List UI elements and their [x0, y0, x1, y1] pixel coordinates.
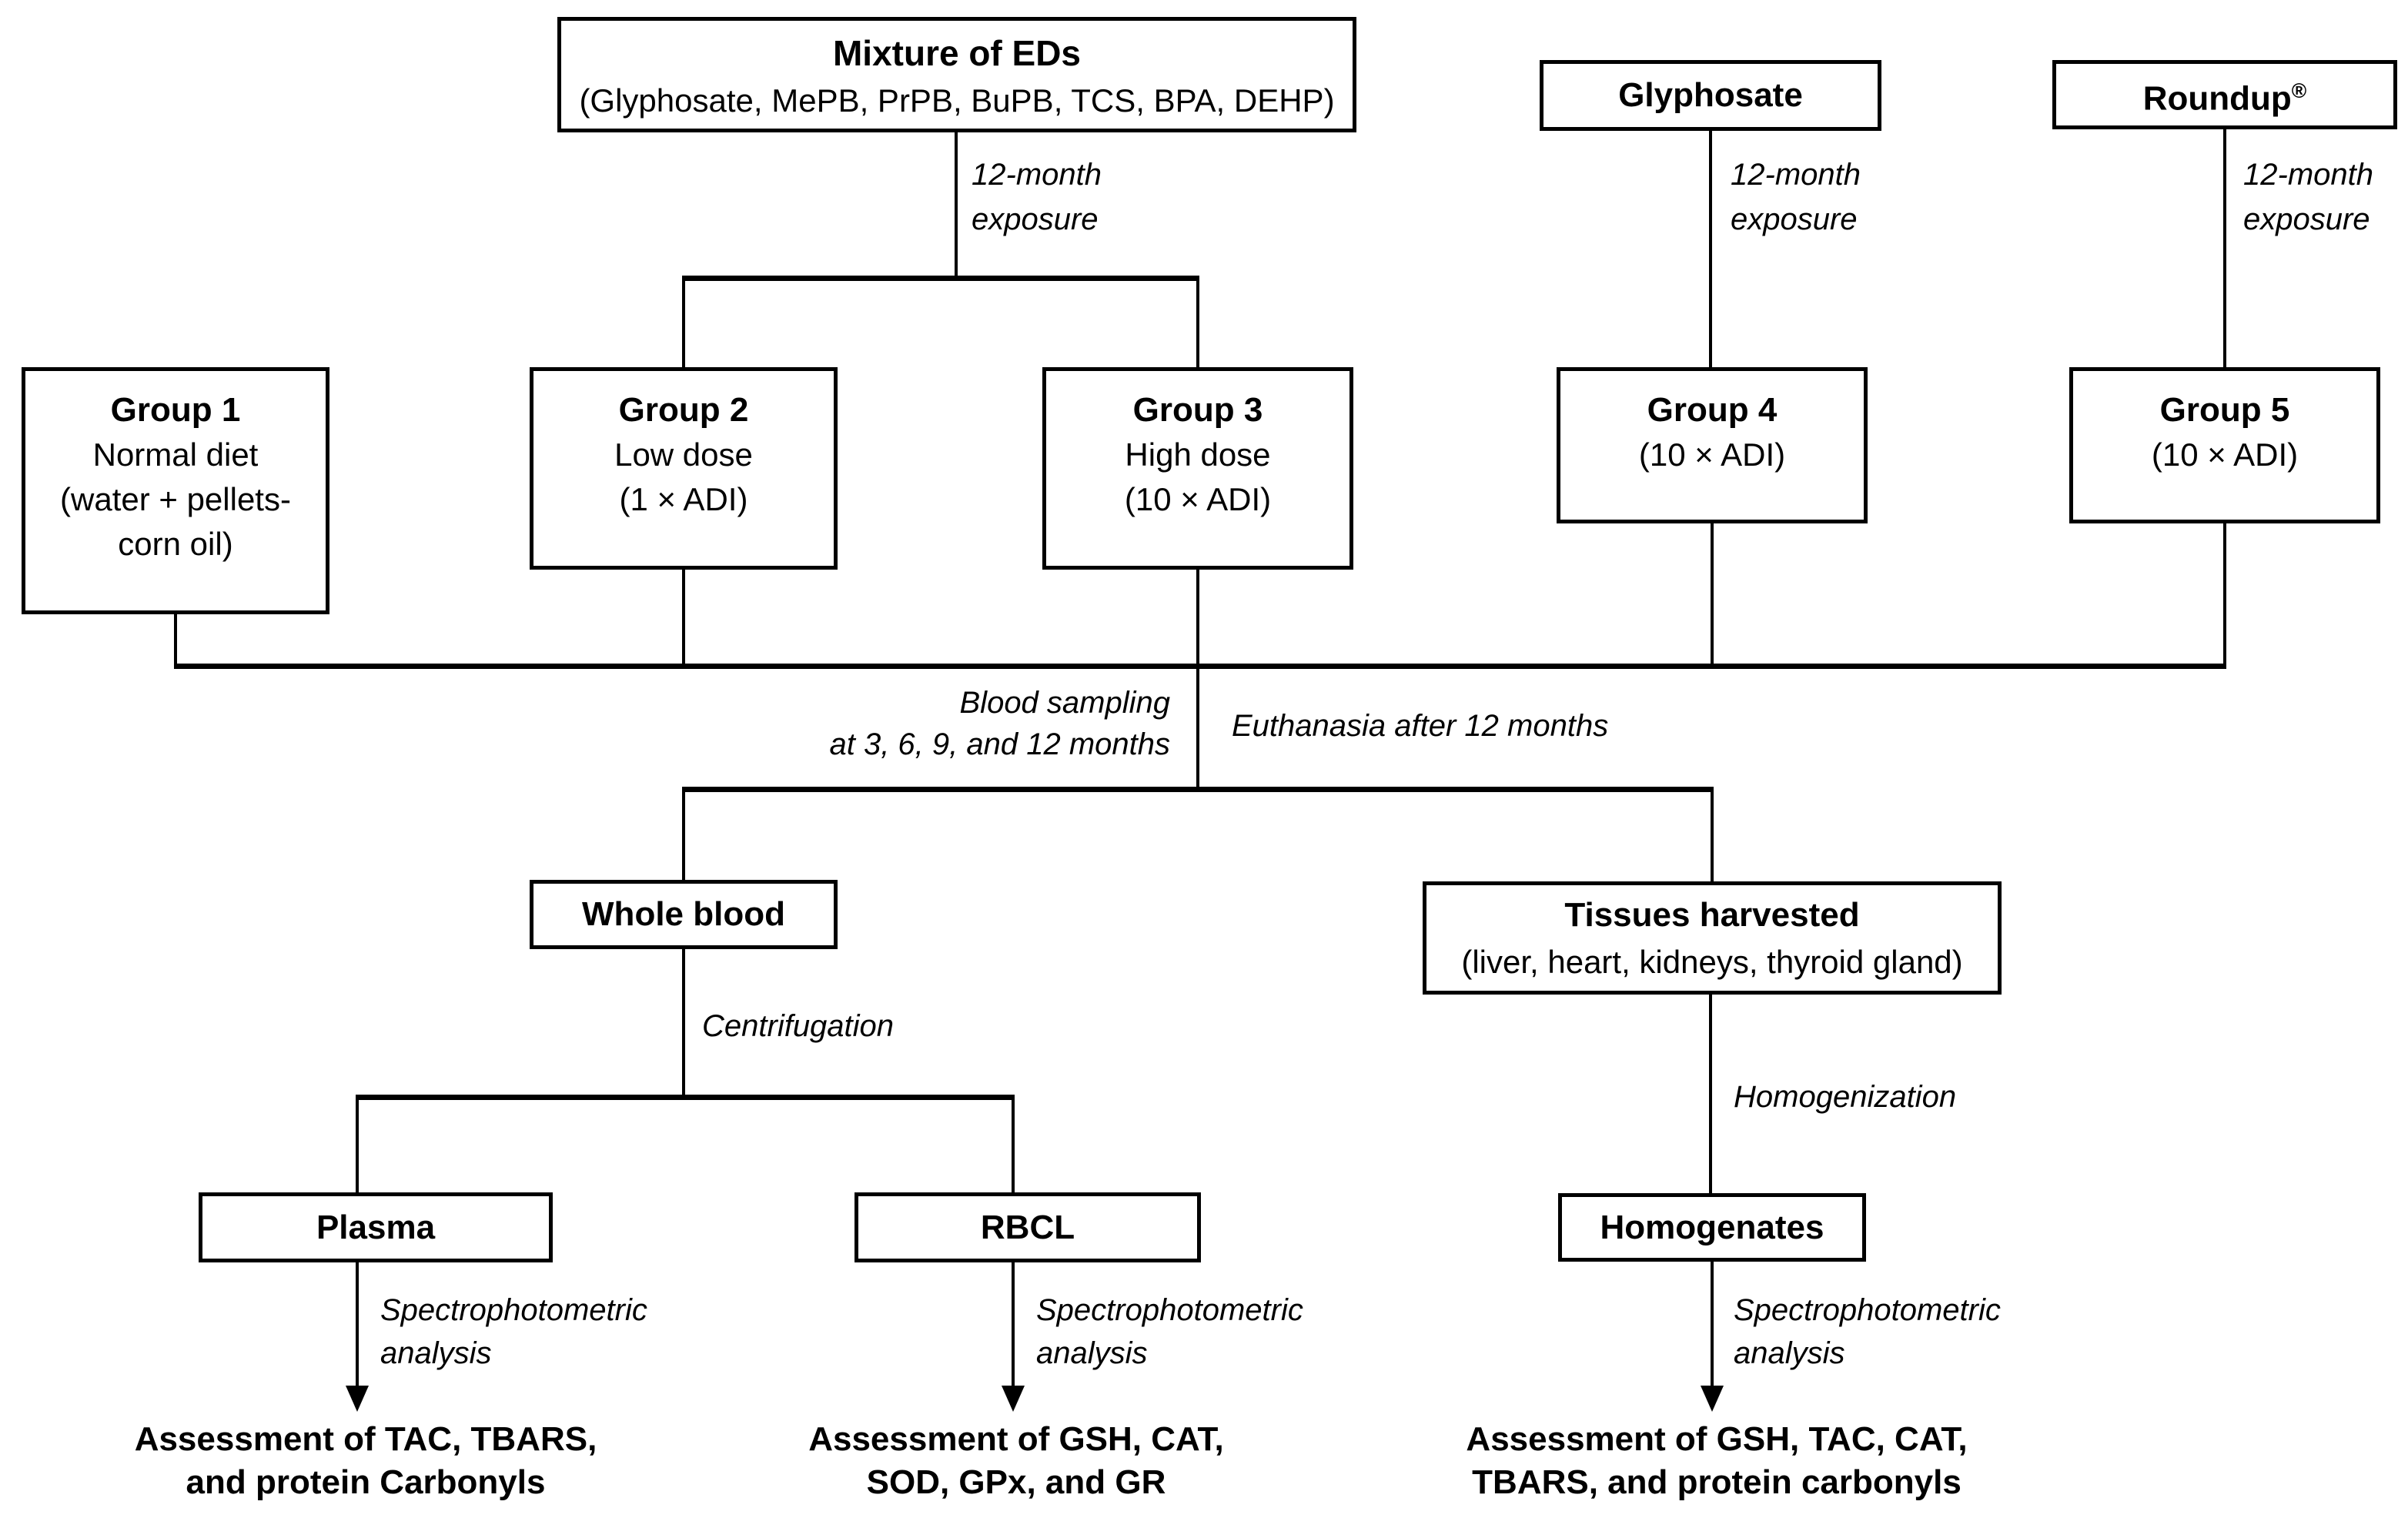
group2-body: Low dose (1 × ADI): [614, 436, 753, 517]
roundup-title: Roundup®: [2143, 69, 2307, 122]
plasma-title: Plasma: [316, 1208, 436, 1246]
arrow-rbcl-shaft: [1012, 1261, 1015, 1388]
connector-group5-down: [2223, 520, 2226, 667]
connector-main-bus: [174, 664, 2226, 669]
group1-title: Group 1: [110, 391, 241, 429]
plasma-box: Plasma: [199, 1192, 553, 1262]
arrow-plasma-shaft: [356, 1261, 359, 1388]
connector-group1-down: [174, 613, 177, 667]
spectro-label-homogenates: Spectrophotometric analysis: [1734, 1293, 2001, 1370]
connector-roundup-stem: [2223, 128, 2226, 368]
euthanasia-label: Euthanasia after 12 months: [1232, 709, 1609, 743]
exposure-label-roundup: 12-month exposure: [2243, 158, 2373, 236]
connector-second-bus: [685, 787, 1714, 792]
group1-body: Normal diet (water + pellets- corn oil): [60, 436, 291, 562]
whole-blood-box: Whole blood: [530, 880, 838, 949]
arrow-rbcl-head: [1002, 1386, 1025, 1412]
blood-sampling-label: Blood sampling at 3, 6, 9, and 12 months: [829, 686, 1170, 761]
group1-box: Group 1 Normal diet (water + pellets- co…: [22, 367, 329, 614]
group3-title: Group 3: [1132, 391, 1263, 429]
homogenates-title: Homogenates: [1600, 1208, 1824, 1246]
group3-box: Group 3 High dose (10 × ADI): [1042, 367, 1353, 570]
mixture-of-eds-box: Mixture of EDs (Glyphosate, MePB, PrPB, …: [557, 17, 1356, 132]
rbcl-title: RBCL: [980, 1208, 1075, 1246]
assessment-rbcl: Assessment of GSH, CAT, SOD, GPx, and GR: [808, 1420, 1224, 1501]
connector-group2-down: [682, 568, 685, 667]
connector-tissues-down: [1709, 993, 1712, 1195]
registered-trademark-symbol: ®: [2291, 79, 2307, 102]
group4-body: (10 × ADI): [1638, 436, 1786, 473]
homogenization-label: Homogenization: [1734, 1080, 1957, 1114]
exposure-label-mixture: 12-month exposure: [972, 158, 1102, 236]
centrifugation-label: Centrifugation: [702, 1009, 895, 1043]
roundup-name: Roundup: [2142, 79, 2292, 118]
connector-to-whole-blood: [682, 787, 685, 881]
connector-blood-split: [356, 1095, 1015, 1100]
whole-blood-title: Whole blood: [582, 895, 785, 933]
connector-glyphosate-stem: [1709, 129, 1712, 368]
connector-to-plasma: [356, 1095, 359, 1194]
glyphosate-box: Glyphosate: [1540, 60, 1881, 131]
connector-split-to-group3: [1196, 276, 1199, 369]
mixture-title: Mixture of EDs: [832, 33, 1082, 73]
rbcl-box: RBCL: [855, 1192, 1201, 1262]
group5-title: Group 5: [2159, 391, 2290, 429]
connector-group3-down: [1196, 568, 1199, 667]
mixture-subtitle: (Glyphosate, MePB, PrPB, BuPB, TCS, BPA,…: [579, 82, 1335, 119]
group4-box: Group 4 (10 × ADI): [1557, 367, 1868, 523]
connector-to-rbcl: [1012, 1095, 1015, 1194]
roundup-box: Roundup®: [2052, 60, 2397, 129]
tissues-subtitle: (liver, heart, kidneys, thyroid gland): [1461, 944, 1963, 980]
connector-whole-blood-down: [682, 948, 685, 1098]
exposure-label-glyphosate: 12-month exposure: [1731, 158, 1861, 236]
group2-box: Group 2 Low dose (1 × ADI): [530, 367, 838, 570]
connector-group4-down: [1711, 522, 1714, 667]
group4-title: Group 4: [1647, 391, 1778, 429]
spectro-label-plasma: Spectrophotometric analysis: [380, 1293, 647, 1370]
connector-mixture-stem: [955, 132, 958, 279]
group2-title: Group 2: [618, 391, 749, 429]
assessment-plasma: Assessment of TAC, TBARS, and protein Ca…: [134, 1420, 597, 1501]
arrow-homogenates-shaft: [1711, 1260, 1714, 1388]
group5-body: (10 × ADI): [2151, 436, 2299, 473]
assessment-homogenates: Assessment of GSH, TAC, CAT, TBARS, and …: [1466, 1420, 1968, 1501]
arrow-homogenates-head: [1701, 1386, 1724, 1412]
connector-mixture-split: [682, 276, 1199, 281]
spectro-label-rbcl: Spectrophotometric analysis: [1036, 1293, 1303, 1370]
tissues-harvested-box: Tissues harvested (liver, heart, kidneys…: [1423, 881, 2002, 995]
arrow-plasma-head: [346, 1386, 369, 1412]
group5-box: Group 5 (10 × ADI): [2069, 367, 2380, 523]
connector-split-to-group2: [682, 276, 685, 369]
glyphosate-title: Glyphosate: [1618, 76, 1803, 114]
connector-center-down: [1196, 668, 1199, 791]
tissues-title: Tissues harvested: [1564, 896, 1860, 934]
connector-to-tissues: [1711, 787, 1714, 883]
group3-body: High dose (10 × ADI): [1124, 436, 1272, 517]
homogenates-box: Homogenates: [1558, 1193, 1866, 1262]
